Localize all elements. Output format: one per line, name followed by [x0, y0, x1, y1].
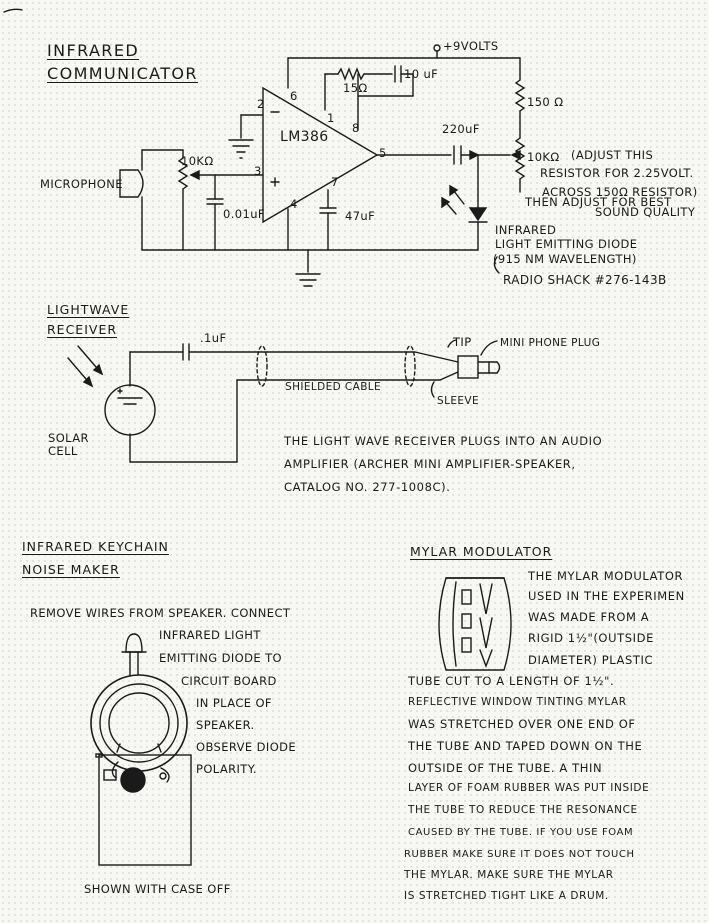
keychain-drawing — [90, 633, 192, 866]
keychain-instr-5: IN PLACE OF — [196, 696, 272, 710]
supply-terminal — [433, 44, 441, 52]
mylar-text-1: THE MYLAR MODULATOR — [528, 569, 684, 583]
mylar-text-15: THE MYLAR. MAKE SURE THE MYLAR — [404, 869, 614, 881]
pen-mark — [3, 8, 23, 13]
adjust-note-1: (ADJUST THIS — [571, 148, 654, 162]
mylar-text-7: REFLECTIVE WINDOW TINTING MYLAR — [408, 696, 627, 708]
keychain-title-line1: INFRARED KEYCHAIN — [22, 539, 169, 554]
receiver-note-2: AMPLIFIER (ARCHER MINI AMPLIFIER-SPEAKER… — [284, 457, 576, 471]
ir-led — [468, 207, 488, 222]
mylar-text-9: THE TUBE AND TAPED DOWN ON THE — [408, 739, 643, 753]
mylar-text-12: THE TUBE TO REDUCE THE RESONANCE — [408, 804, 638, 816]
adjust-note-3: ACROSS 150Ω RESISTOR) — [542, 185, 698, 199]
adjust-note-4: THEN ADJUST FOR BEST — [525, 195, 672, 209]
keychain-board — [98, 754, 192, 866]
mylar-text-2: USED IN THE EXPERIMEN — [528, 589, 685, 603]
solar-cell-symbol — [104, 384, 156, 436]
mylar-text-8: WAS STRETCHED OVER ONE END OF — [408, 717, 636, 731]
input-cap-label: 0.01uF — [223, 207, 265, 221]
keychain-instr-1: REMOVE WIRES FROM SPEAKER. CONNECT — [30, 606, 291, 620]
feedback-cap-label: 10 uF — [404, 67, 439, 81]
receiver-title-line2: RECEIVER — [47, 322, 118, 337]
tip-label: TIP — [453, 335, 472, 349]
mylar-text-11: LAYER OF FOAM RUBBER WAS PUT INSIDE — [408, 782, 650, 794]
led-note-1: INFRARED — [495, 223, 557, 237]
keychain-instr-2: INFRARED LIGHT — [159, 628, 261, 642]
communicator-title-line1: INFRARED — [47, 41, 140, 60]
speaker-ring-outer — [90, 674, 188, 772]
led-note-4: RADIO SHACK #276-143B — [503, 273, 667, 287]
keychain-instr-3: EMITTING DIODE TO — [159, 651, 282, 665]
chip-label: LM386 — [280, 129, 329, 145]
shield-marker — [256, 345, 268, 387]
keychain-title-line2: NOISE MAKER — [22, 562, 120, 577]
cable-label: SHIELDED CABLE — [285, 381, 382, 393]
resistor-150 — [514, 79, 526, 112]
microphone-symbol — [119, 169, 144, 198]
pin-4-label: 4 — [290, 197, 298, 211]
receiver-note-1: THE LIGHT WAVE RECEIVER PLUGS INTO AN AU… — [284, 434, 603, 448]
receiver-note-3: CATALOG NO. 277-1008C). — [284, 480, 451, 494]
pin-8-label: 8 — [352, 121, 360, 135]
pot-label: 10KΩ — [181, 154, 214, 168]
receiver-title-line1: LIGHTWAVE — [47, 302, 130, 317]
sleeve-label: SLEEVE — [437, 395, 480, 407]
mylar-text-6: TUBE CUT TO A LENGTH OF 1½". — [408, 674, 615, 688]
feedback-resistor — [337, 67, 365, 81]
phone-plug — [457, 355, 479, 379]
pin-1-label: 1 — [327, 111, 335, 125]
mylar-text-14: RUBBER MAKE SURE IT DOES NOT TOUCH — [404, 849, 635, 860]
keychain-instr-7: OBSERVE DIODE — [196, 740, 297, 754]
solar-cell-label-2: CELL — [48, 444, 78, 458]
resistor-10k-label: 10KΩ — [527, 150, 560, 164]
keychain-caption: SHOWN WITH CASE OFF — [84, 882, 231, 896]
adjust-note-5: SOUND QUALITY — [595, 205, 696, 219]
led-note-2: LIGHT EMITTING DIODE — [495, 237, 638, 251]
microphone-label: MICROPHONE — [40, 177, 123, 191]
mylar-tube — [438, 577, 512, 671]
pin-6-label: 6 — [290, 89, 298, 103]
feedback-resistor-label: 15Ω — [343, 81, 368, 95]
bypass-cap-label: 47uF — [345, 209, 376, 223]
adjust-note-2: RESISTOR FOR 2.25VOLT. — [540, 166, 694, 180]
keychain-led — [125, 633, 143, 653]
receiver-cap-label: .1uF — [200, 331, 227, 345]
communicator-circuit — [119, 44, 526, 287]
mylar-text-3: WAS MADE FROM A — [528, 610, 650, 624]
mylar-title: MYLAR MODULATOR — [410, 544, 553, 559]
keychain-instr-6: SPEAKER. — [196, 718, 255, 732]
mylar-text-4: RIGID 1½"(OUTSIDE — [528, 631, 654, 645]
speaker-magnet — [120, 767, 146, 793]
receiver-circuit — [67, 339, 501, 463]
resistor-150-label: 150 Ω — [527, 95, 564, 109]
pin-3-label: 3 — [254, 164, 262, 178]
mylar-text-5: DIAMETER) PLASTIC — [528, 653, 654, 667]
keychain-instr-8: POLARITY. — [196, 762, 257, 776]
solar-cell-label-1: SOLAR — [48, 431, 89, 445]
pin-5-label: 5 — [379, 146, 387, 160]
mylar-drawing — [438, 577, 512, 671]
plug-label: MINI PHONE PLUG — [500, 337, 601, 349]
pin-2-label: 2 — [257, 97, 265, 111]
lm386-triangle — [262, 86, 379, 224]
output-cap-label: 220uF — [442, 122, 480, 136]
pin-7-label: 7 — [331, 175, 339, 189]
mylar-text-13: CAUSED BY THE TUBE. IF YOU USE FOAM — [408, 827, 634, 838]
mylar-text-16: IS STRETCHED TIGHT LIKE A DRUM. — [404, 890, 609, 902]
communicator-title-line2: COMMUNICATOR — [47, 64, 198, 83]
input-potentiometer — [177, 157, 189, 190]
supply-label: +9VOLTS — [443, 39, 499, 53]
mylar-text-10: OUTSIDE OF THE TUBE. A THIN — [408, 761, 603, 775]
keychain-instr-4: CIRCUIT BOARD — [181, 674, 277, 688]
led-note-3: (915 NM WAVELENGTH) — [493, 252, 637, 266]
